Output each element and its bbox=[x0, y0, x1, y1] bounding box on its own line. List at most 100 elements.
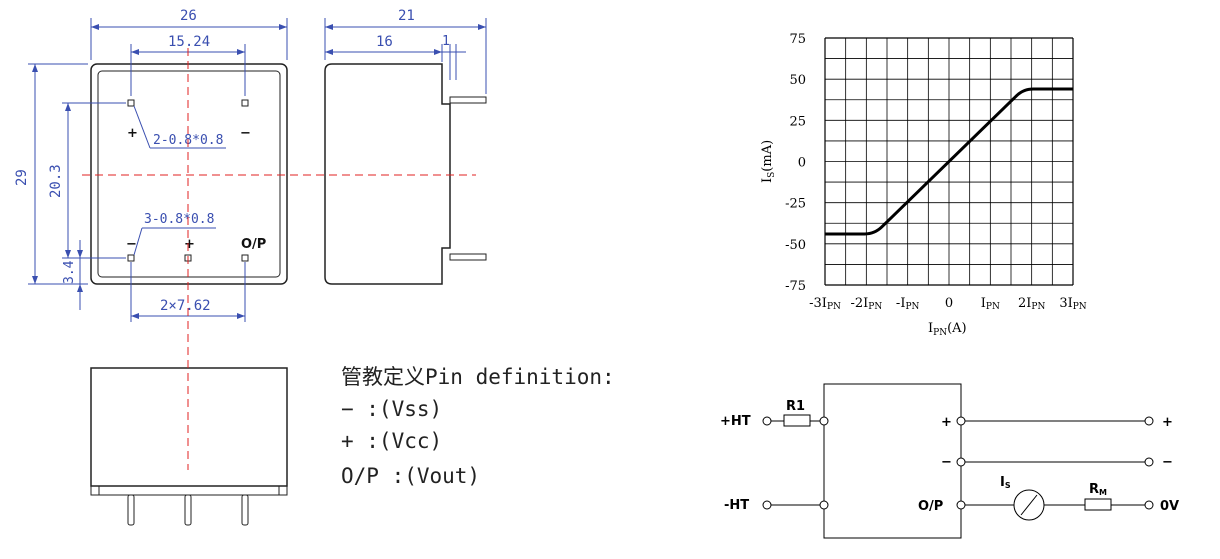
top-view-outer-body bbox=[90, 63, 288, 285]
front-pin bbox=[241, 494, 249, 526]
front-pin bbox=[127, 494, 135, 526]
arrow bbox=[237, 49, 245, 55]
chart-y-ticks: 75 50 25 0 -25 -50 -75 bbox=[785, 32, 806, 294]
arrow bbox=[91, 24, 99, 30]
chart-x-axis-label: IPN(A) bbox=[928, 321, 967, 338]
arrow bbox=[65, 250, 71, 258]
label-out-minus: − bbox=[1162, 455, 1173, 470]
label-pin-out: O/P bbox=[918, 499, 943, 514]
left-dimensions: 29 20.3 3.4 bbox=[14, 63, 126, 310]
front-foot bbox=[278, 485, 288, 496]
front-view bbox=[90, 367, 288, 526]
arrow bbox=[279, 24, 287, 30]
top-dimensions: 26 15.24 bbox=[90, 8, 288, 96]
chart-grid bbox=[824, 37, 1074, 286]
pin-definition-title: 管教定义Pin definition: bbox=[341, 365, 615, 389]
side-view: 21 16 1 bbox=[324, 8, 487, 285]
arrow bbox=[65, 103, 71, 111]
label-in-minus: -HT bbox=[724, 498, 749, 513]
terminal bbox=[956, 416, 966, 426]
arrow bbox=[478, 24, 486, 30]
chart-y-tick-label: 25 bbox=[789, 114, 806, 129]
label-out-zero: 0V bbox=[1160, 499, 1179, 514]
label-in-plus: +HT bbox=[720, 414, 751, 429]
terminal bbox=[819, 416, 829, 426]
side-pin bbox=[449, 253, 487, 261]
dim-pin-spacing-top: 15.24 bbox=[168, 34, 210, 50]
chart-x-tick-label: 0 bbox=[945, 296, 953, 311]
dim-pin-pitch: 2×7.62 bbox=[160, 298, 211, 314]
pin-definition-row: + :(Vcc) bbox=[341, 429, 442, 453]
label-out-plus: + bbox=[1162, 415, 1173, 430]
chart-x-tick-label: -2IPN bbox=[850, 296, 882, 312]
chart-y-axis-label: IS(mA) bbox=[760, 140, 777, 183]
label-r1: R1 bbox=[786, 399, 805, 414]
pin-definition-row: − :(Vss) bbox=[341, 397, 442, 421]
pin-definition-row: O/P :(Vout) bbox=[341, 464, 480, 488]
chart-series-line bbox=[825, 87, 1073, 236]
dim-bottom-offset: 3.4 bbox=[62, 260, 77, 284]
pin-square bbox=[241, 254, 249, 262]
terminal bbox=[762, 500, 772, 510]
chart-x-tick-label: -3IPN bbox=[809, 296, 841, 312]
chart-y-tick-label: 0 bbox=[798, 156, 806, 171]
schematic bbox=[762, 383, 1154, 539]
chart-x-ticks: -3IPN -2IPN -IPN 0 IPN 2IPN 3IPN bbox=[809, 296, 1087, 312]
label-pin-plus: + bbox=[941, 415, 952, 430]
arrow bbox=[77, 250, 83, 258]
terminal bbox=[762, 416, 772, 426]
arrow bbox=[434, 49, 442, 55]
leader-line bbox=[133, 227, 143, 256]
resistor-r1 bbox=[783, 414, 811, 427]
chart-y-tick-label: 50 bbox=[789, 73, 806, 88]
front-body bbox=[90, 367, 288, 487]
label-rm: RM bbox=[1089, 482, 1107, 497]
chart-x-tick-label: IPN bbox=[981, 296, 1000, 312]
arrow bbox=[32, 276, 38, 284]
terminal bbox=[956, 457, 966, 467]
pin-square bbox=[127, 254, 135, 262]
chart-x-tick-label: -IPN bbox=[896, 296, 920, 312]
chart-x-tick-label: 3IPN bbox=[1059, 296, 1086, 312]
arrow bbox=[237, 313, 245, 319]
mark-minus-top: − bbox=[240, 126, 251, 141]
terminal bbox=[956, 500, 966, 510]
chart-x-tick-label: 2IPN bbox=[1018, 296, 1045, 312]
schematic-labels: +HT -HT R1 + − O/P IS RM + − 0V bbox=[720, 399, 1179, 514]
chart-series bbox=[825, 87, 1073, 236]
label-pin-minus: − bbox=[941, 455, 952, 470]
terminal bbox=[1144, 416, 1154, 426]
pin-square bbox=[241, 99, 249, 107]
front-pin bbox=[184, 494, 192, 526]
resistor-rm bbox=[1084, 498, 1112, 511]
mark-output: O/P bbox=[241, 237, 266, 252]
dim-pin-height: 20.3 bbox=[48, 164, 64, 198]
pin-note-bottom: 3-0.8*0.8 bbox=[144, 212, 214, 227]
pin-definition: 管教定义Pin definition: − :(Vss) + :(Vcc) O/… bbox=[341, 365, 615, 488]
front-foot bbox=[90, 485, 100, 496]
side-body bbox=[324, 63, 451, 285]
arrow bbox=[131, 313, 139, 319]
chart-y-tick-label: -75 bbox=[785, 279, 806, 294]
dim-side-body: 16 bbox=[376, 34, 393, 50]
arrow bbox=[325, 49, 333, 55]
side-pin bbox=[449, 96, 487, 104]
top-view-inner-body bbox=[97, 70, 281, 278]
arrow bbox=[131, 49, 139, 55]
terminal bbox=[819, 500, 829, 510]
pin-square bbox=[127, 99, 135, 107]
dim-side-pin: 1 bbox=[442, 34, 450, 49]
leader-line bbox=[133, 105, 151, 149]
arrow bbox=[77, 284, 83, 292]
chart-y-tick-label: 75 bbox=[789, 32, 806, 47]
chart-y-tick-label: -25 bbox=[785, 197, 806, 212]
terminal bbox=[1144, 500, 1154, 510]
chart-y-tick-label: -50 bbox=[785, 238, 806, 253]
top-view: + − − + O/P 2-0.8*0.8 3-0.8*0.8 bbox=[90, 63, 288, 285]
dim-height: 29 bbox=[14, 169, 30, 186]
pitch-dimension: 2×7.62 bbox=[130, 262, 246, 322]
terminal bbox=[1144, 457, 1154, 467]
ammeter-needle bbox=[1020, 494, 1038, 516]
